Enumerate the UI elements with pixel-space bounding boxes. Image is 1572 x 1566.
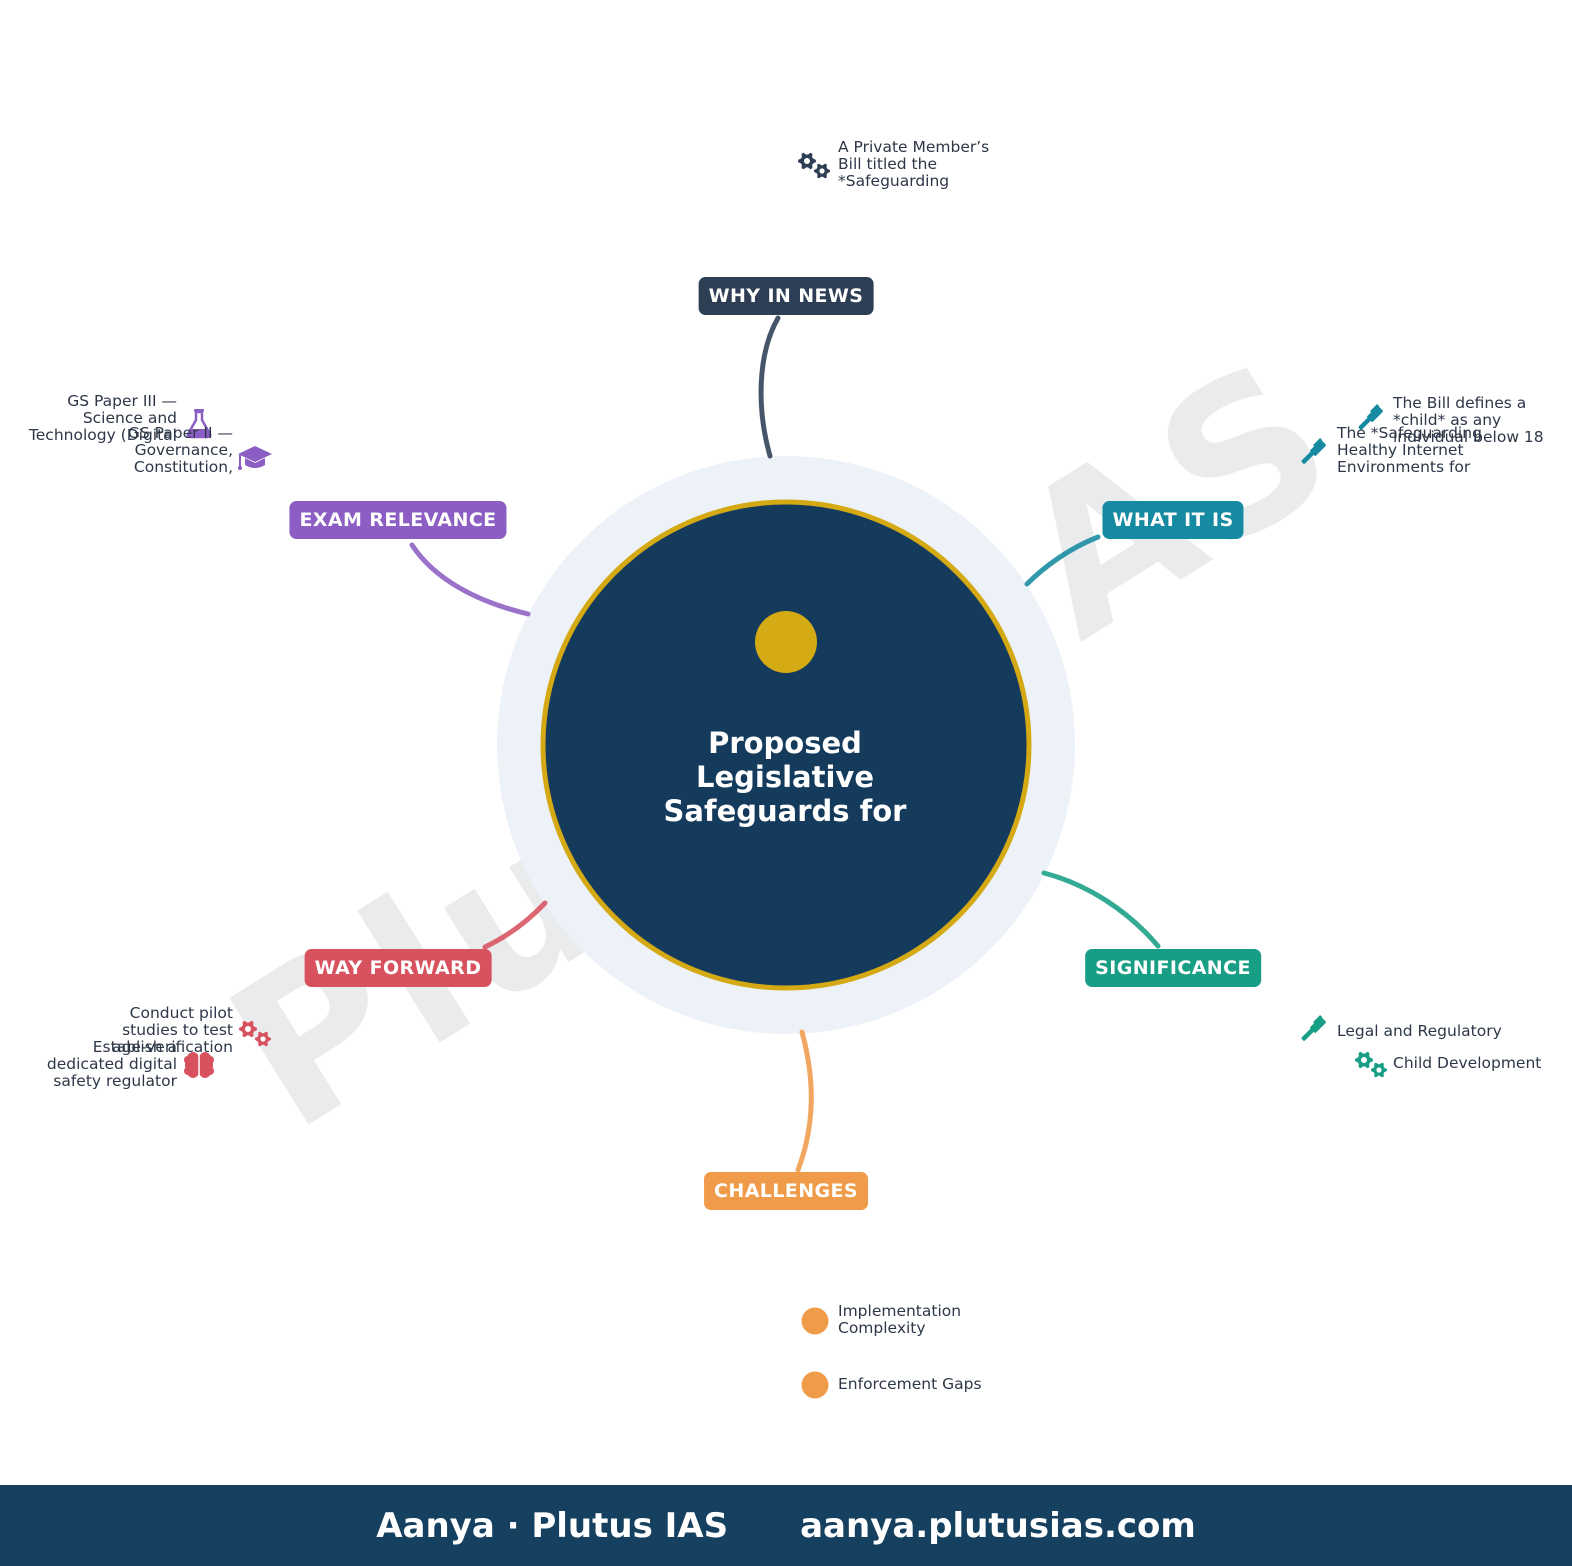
leaf-challenges-0: Implementation Complexity [838, 1302, 962, 1337]
footer-url[interactable]: aanya.plutusias.com [800, 1505, 1196, 1546]
gavel-icon [1358, 404, 1383, 430]
dot-icon [801, 1307, 829, 1335]
mindmap-connectors [409, 315, 1161, 1173]
flask-icon [186, 409, 212, 439]
dot-icon [801, 1371, 829, 1399]
center-title: Proposed Legislative Safeguards for [663, 726, 907, 828]
leaf-challenges-1: Enforcement Gaps [838, 1375, 982, 1393]
connector-what [1024, 534, 1101, 587]
branch-label-why[interactable]: WHY IN NEWS [698, 277, 874, 315]
gears-icon [239, 1020, 271, 1047]
branch-label-wayforward[interactable]: WAY FORWARD [304, 949, 492, 987]
leaf-exam-0: GS Paper III — Science and Technology (D… [28, 392, 177, 444]
branch-label-exam[interactable]: EXAM RELEVANCE [289, 501, 507, 539]
leaf-significance-1: Child Development [1393, 1054, 1542, 1072]
connector-challenges [795, 1029, 814, 1173]
leaf-significance-0: Legal and Regulatory [1337, 1022, 1502, 1040]
gavel-icon [1301, 1015, 1326, 1041]
leaf-wayforward-1: Establish a dedicated digital safety reg… [46, 1038, 177, 1090]
graduation-cap-icon [238, 446, 272, 470]
brain-icon [184, 1052, 214, 1078]
branch-label-challenges[interactable]: CHALLENGES [704, 1172, 868, 1210]
gavel-icon [1301, 438, 1326, 464]
connector-significance [1041, 870, 1161, 949]
gears-icon [1355, 1051, 1387, 1078]
footer-brand: Aanya · Plutus IAS [376, 1505, 729, 1546]
branch-label-what[interactable]: WHAT IT IS [1102, 501, 1244, 539]
center-circle [540, 499, 1032, 991]
center-dot [755, 611, 817, 673]
footer-bar: Aanya · Plutus IAS aanya.plutusias.com [0, 1485, 1572, 1566]
gears-icon [798, 152, 830, 179]
connector-why [758, 315, 781, 459]
leaf-what-1: The *Safeguarding Healthy Internet Envir… [1337, 424, 1482, 476]
leaf-exam-1: GS Paper II — Governance, Constitution, [127, 424, 233, 476]
leaf-why-0: A Private Member’s Bill titled the *Safe… [838, 138, 990, 190]
branch-label-significance[interactable]: SIGNIFICANCE [1085, 949, 1261, 987]
connector-exam [409, 542, 531, 617]
leaf-wayforward-0: Conduct pilot studies to test age-verifi… [112, 1004, 233, 1056]
leaf-what-0: The Bill defines a *child* as any indivi… [1393, 394, 1544, 446]
connector-wayforward [482, 900, 548, 950]
